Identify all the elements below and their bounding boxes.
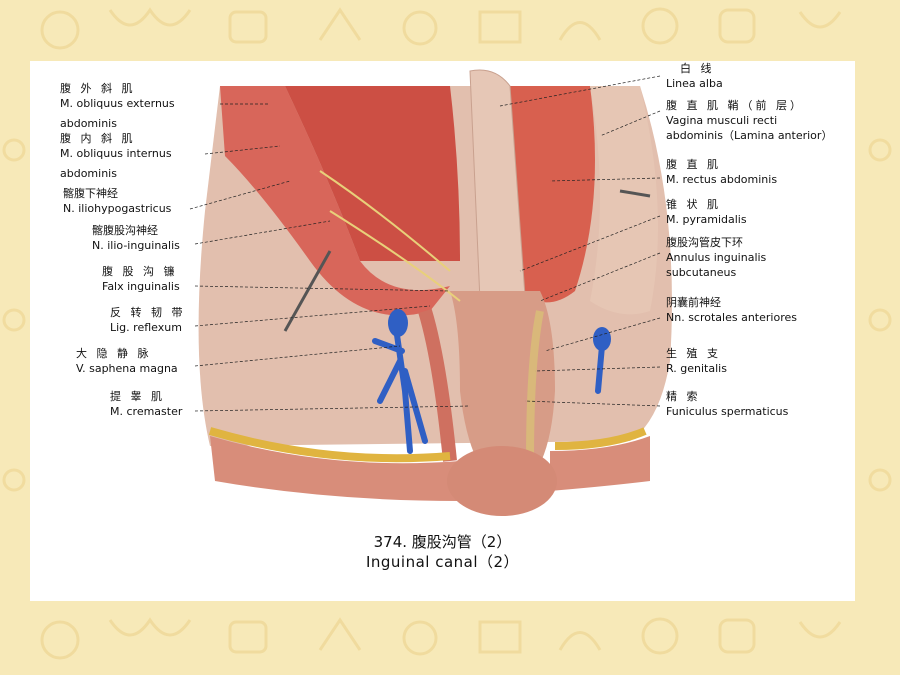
label-latin: abdominis — [60, 167, 117, 180]
label-zh: 腹 外 斜 肌 — [60, 82, 136, 95]
label-funiculus-spermaticus: 精 索 Funiculus spermaticus — [666, 389, 788, 419]
atlas-plate: 腹 外 斜 肌 M. obliquus externus abdominis 腹… — [30, 61, 855, 601]
label-saphena-magna: 大 隐 静 脉 V. saphena magna — [76, 346, 178, 376]
label-pyramidalis: 锥 状 肌 M. pyramidalis — [666, 197, 747, 227]
label-zh: 髂腹股沟神经 — [92, 224, 158, 237]
label-latin: abdominis（Lamina anterior） — [666, 129, 833, 142]
label-latin: M. cremaster — [110, 405, 183, 418]
right-sheath — [590, 86, 658, 315]
label-zh: 白 线 — [680, 62, 715, 75]
left-oblique-muscle — [220, 86, 450, 316]
label-latin: subcutaneus — [666, 266, 737, 279]
label-latin: N. iliohypogastricus — [63, 202, 172, 215]
left-spermatic-cord — [418, 308, 457, 462]
label-vagina-recti: 腹 直 肌 鞘（前 层） Vagina musculi recti abdomi… — [666, 98, 832, 143]
label-latin: V. saphena magna — [76, 362, 178, 375]
label-zh: 生 殖 支 — [666, 347, 721, 360]
label-latin: Linea alba — [666, 77, 723, 90]
label-zh: 腹 直 肌 — [666, 158, 721, 171]
label-zh: 髂腹下神经 — [63, 187, 118, 200]
label-r-genitalis: 生 殖 支 R. genitalis — [666, 346, 727, 376]
left-fat-band — [208, 427, 451, 463]
figure-caption-zh: 374. 腹股沟管（2） — [373, 533, 512, 551]
left-internal-oblique — [285, 86, 460, 261]
label-latin: M. rectus abdominis — [666, 173, 778, 186]
inguinal-canal-illustration — [189, 69, 673, 516]
scrotum — [447, 446, 557, 516]
label-obliquus-externus: 腹 外 斜 肌 M. obliquus externus abdominis — [60, 81, 175, 131]
leader-lines — [189, 75, 661, 412]
right-spermatic-cord — [526, 310, 544, 462]
rectus-muscle — [509, 86, 595, 303]
label-latin: Funiculus spermaticus — [666, 405, 789, 418]
label-zh: 阴囊前神经 — [666, 296, 721, 309]
label-latin: Vagina musculi recti — [666, 114, 778, 127]
label-latin: Falx inguinalis — [102, 280, 180, 293]
label-latin: Annulus inguinalis — [666, 251, 767, 264]
right-probe — [619, 189, 651, 198]
right-lower-flap — [550, 436, 650, 491]
ilioinguinal-nerve — [319, 170, 451, 272]
right-saphenous-vein — [595, 343, 605, 394]
label-zh: 腹股沟管皮下环 — [666, 236, 743, 249]
label-zh: 腹 股 沟 镰 — [102, 265, 178, 278]
label-lig-reflexum: 反 转 韧 带 Lig. reflexum — [110, 305, 186, 335]
label-zh: 腹 直 肌 鞘（前 层） — [666, 99, 804, 112]
right-vein-opening — [593, 327, 611, 351]
label-annulus-inguinalis: 腹股沟管皮下环 Annulus inguinalis subcutaneus — [666, 235, 766, 280]
label-latin: abdominis — [60, 117, 117, 130]
label-latin: M. obliquus internus — [60, 147, 172, 160]
label-iliohypogastricus: 髂腹下神经 N. iliohypogastricus — [63, 186, 171, 216]
label-latin: N. ilio-inguinalis — [92, 239, 180, 252]
figure-caption-en: Inguinal canal（2） — [365, 553, 520, 571]
label-latin: Nn. scrotales anteriores — [666, 311, 797, 324]
label-cremaster: 提 睾 肌 M. cremaster — [110, 389, 182, 419]
label-latin: M. pyramidalis — [666, 213, 747, 226]
label-scrotales-anteriores: 阴囊前神经 Nn. scrotales anteriores — [666, 295, 797, 325]
label-rectus-abdominis: 腹 直 肌 M. rectus abdominis — [666, 157, 777, 187]
left-vein-opening — [388, 309, 408, 337]
iliohypogastric-nerve — [329, 210, 461, 302]
label-zh: 腹 内 斜 肌 — [60, 132, 136, 145]
lower-skin-flap — [210, 436, 460, 501]
label-latin: Lig. reflexum — [110, 321, 182, 334]
label-latin: M. obliquus externus — [60, 97, 175, 110]
label-zh: 大 隐 静 脉 — [76, 347, 152, 360]
label-zh: 精 索 — [666, 390, 701, 403]
label-zh: 提 睾 肌 — [110, 390, 165, 403]
right-fat-band — [554, 427, 647, 450]
left-saphenous-vein — [372, 318, 428, 454]
label-obliquus-internus: 腹 内 斜 肌 M. obliquus internus abdominis — [60, 131, 172, 181]
label-linea-alba: 白 线 Linea alba — [666, 61, 723, 91]
label-zh: 锥 状 肌 — [666, 198, 721, 211]
label-ilio-inguinalis: 髂腹股沟神经 N. ilio-inguinalis — [92, 223, 180, 253]
label-falx-inguinalis: 腹 股 沟 镰 Falx inguinalis — [102, 264, 180, 294]
label-zh: 反 转 韧 带 — [110, 306, 186, 319]
label-latin: R. genitalis — [666, 362, 727, 375]
